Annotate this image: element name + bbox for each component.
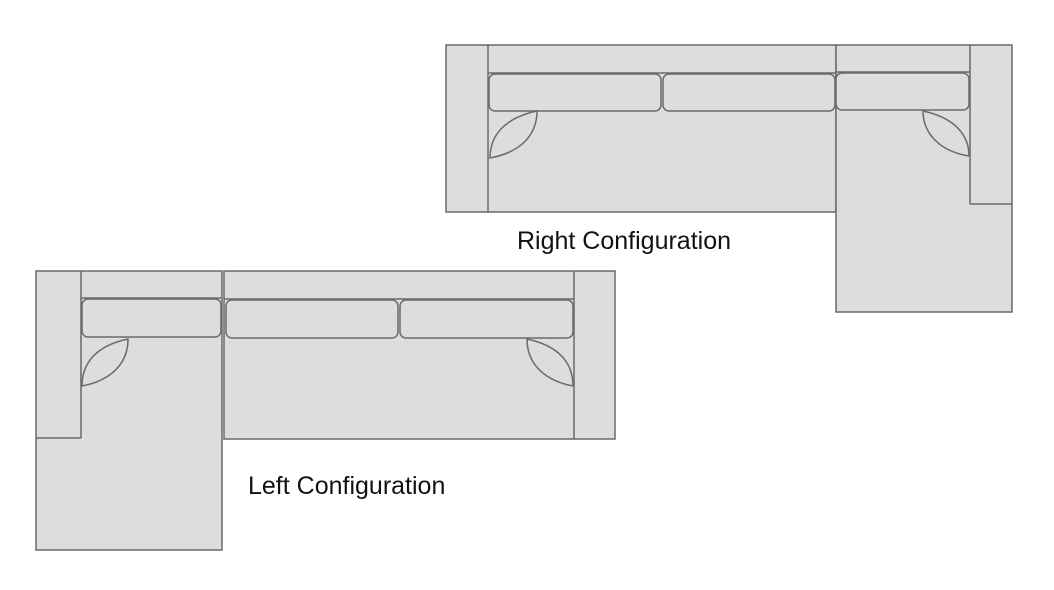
right-sofa-cushion-2 <box>662 73 836 112</box>
right-sofa-cushion-1 <box>488 73 662 112</box>
left-configuration-label: Left Configuration <box>248 472 445 500</box>
left-chaise-cushion <box>81 298 222 338</box>
right-configuration-label: Right Configuration <box>517 227 731 255</box>
right-sofa-pillow-icon <box>489 110 538 159</box>
right-chaise-cushion <box>835 72 970 111</box>
left-sofa-cushion-2 <box>399 299 574 339</box>
left-chaise-pillow-icon <box>81 338 129 387</box>
left-sofa-pillow-icon <box>526 338 574 387</box>
right-chaise-base <box>835 44 1013 313</box>
right-configuration-sofa <box>445 44 1013 313</box>
right-sofa-base <box>445 44 837 213</box>
right-chaise-pillow-icon <box>922 110 970 157</box>
left-sofa-cushion-1 <box>225 299 399 339</box>
left-sofa-base <box>223 270 616 440</box>
left-configuration-sofa <box>35 270 616 551</box>
